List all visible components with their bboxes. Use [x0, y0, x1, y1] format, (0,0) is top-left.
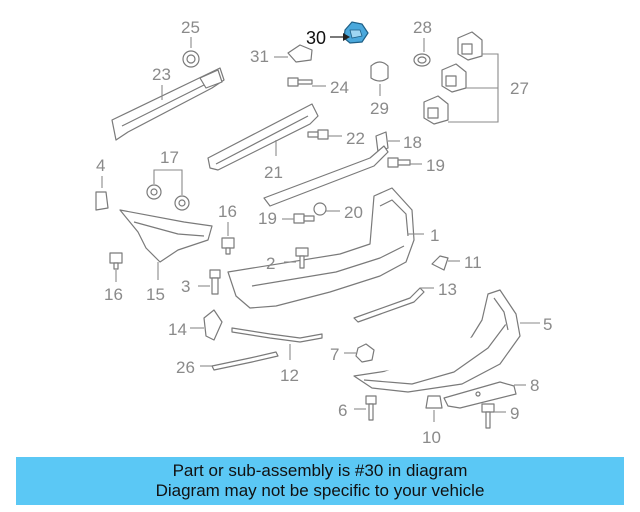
- callout-5: 5: [543, 315, 552, 334]
- part-15-side-bracket[interactable]: [119, 209, 213, 263]
- callout-31: 31: [250, 47, 269, 66]
- callout-19a: 19: [426, 156, 445, 175]
- part-5-diffuser[interactable]: [353, 289, 521, 393]
- part-17-grommets[interactable]: [146, 184, 190, 211]
- part-16-clip-upper[interactable]: [221, 237, 235, 255]
- part-1-bumper-cover[interactable]: [227, 187, 415, 309]
- callout-12: 12: [280, 366, 299, 385]
- part-14-bracket[interactable]: [203, 309, 223, 341]
- part-20-nut[interactable]: [313, 202, 327, 216]
- part-4-clip[interactable]: [95, 191, 109, 211]
- callout-16b: 16: [104, 285, 123, 304]
- part-26-strip[interactable]: [211, 351, 279, 371]
- part-31-bracket[interactable]: [287, 44, 313, 63]
- part-10-clip[interactable]: [425, 395, 443, 409]
- callout-4: 4: [96, 156, 105, 175]
- part-6-bolt[interactable]: [365, 395, 377, 421]
- callout-2: 2: [266, 254, 275, 273]
- callout-27: 27: [510, 79, 529, 98]
- callout-17: 17: [160, 148, 179, 167]
- arrow-30: [343, 33, 350, 41]
- part-30-clip[interactable]: [343, 21, 369, 44]
- part-16-clip-lower[interactable]: [109, 252, 123, 270]
- part-2-bolt[interactable]: [295, 247, 309, 269]
- callout-20: 20: [344, 203, 363, 222]
- part-27-sensors[interactable]: [423, 31, 483, 125]
- callout-22: 22: [346, 129, 365, 148]
- callout-3: 3: [181, 277, 190, 296]
- callout-14: 14: [168, 320, 187, 339]
- callout-23: 23: [152, 65, 171, 84]
- callout-18: 18: [403, 133, 422, 152]
- callout-29: 29: [370, 99, 389, 118]
- part-9-bolt[interactable]: [481, 403, 495, 429]
- info-banner: Part or sub-assembly is #30 in diagram D…: [16, 457, 624, 505]
- part-8-plate[interactable]: [443, 381, 517, 409]
- callout-15: 15: [146, 285, 165, 304]
- callout-1: 1: [430, 226, 439, 245]
- part-7-clip[interactable]: [355, 343, 375, 363]
- part-24-bolt[interactable]: [287, 77, 313, 87]
- part-23-absorber[interactable]: [111, 67, 225, 141]
- part-12-molding[interactable]: [231, 327, 323, 343]
- callout-21: 21: [264, 163, 283, 182]
- part-29-cap[interactable]: [370, 61, 389, 82]
- part-22-bolt[interactable]: [307, 129, 329, 140]
- callout-26: 26: [176, 358, 195, 377]
- callout-11: 11: [464, 253, 482, 272]
- part-19-bolt[interactable]: [387, 157, 411, 168]
- part-11-cover[interactable]: [431, 255, 449, 271]
- callout-6: 6: [338, 401, 347, 420]
- part-25-grommet[interactable]: [182, 50, 200, 68]
- banner-line-2: Diagram may not be specific to your vehi…: [155, 481, 485, 500]
- callout-19b: 19: [258, 209, 277, 228]
- part-upper-strip[interactable]: [263, 145, 389, 207]
- banner-line-1: Part or sub-assembly is #30 in diagram: [172, 461, 468, 480]
- part-19-bolt-left[interactable]: [293, 213, 315, 224]
- callout-8: 8: [530, 376, 539, 395]
- callout-10: 10: [422, 428, 441, 447]
- callout-9: 9: [510, 404, 519, 423]
- callout-13: 13: [438, 280, 457, 299]
- callout-25: 25: [181, 18, 200, 37]
- part-21-reinforcement[interactable]: [207, 103, 319, 171]
- callout-30: 30: [306, 28, 326, 48]
- part-28-grommet[interactable]: [413, 53, 431, 67]
- part-13-molding[interactable]: [353, 287, 425, 323]
- part-3-bolt[interactable]: [209, 269, 221, 295]
- callout-24: 24: [330, 78, 349, 97]
- callout-28: 28: [413, 18, 432, 37]
- callout-7: 7: [330, 345, 339, 364]
- callout-16a: 16: [218, 202, 237, 221]
